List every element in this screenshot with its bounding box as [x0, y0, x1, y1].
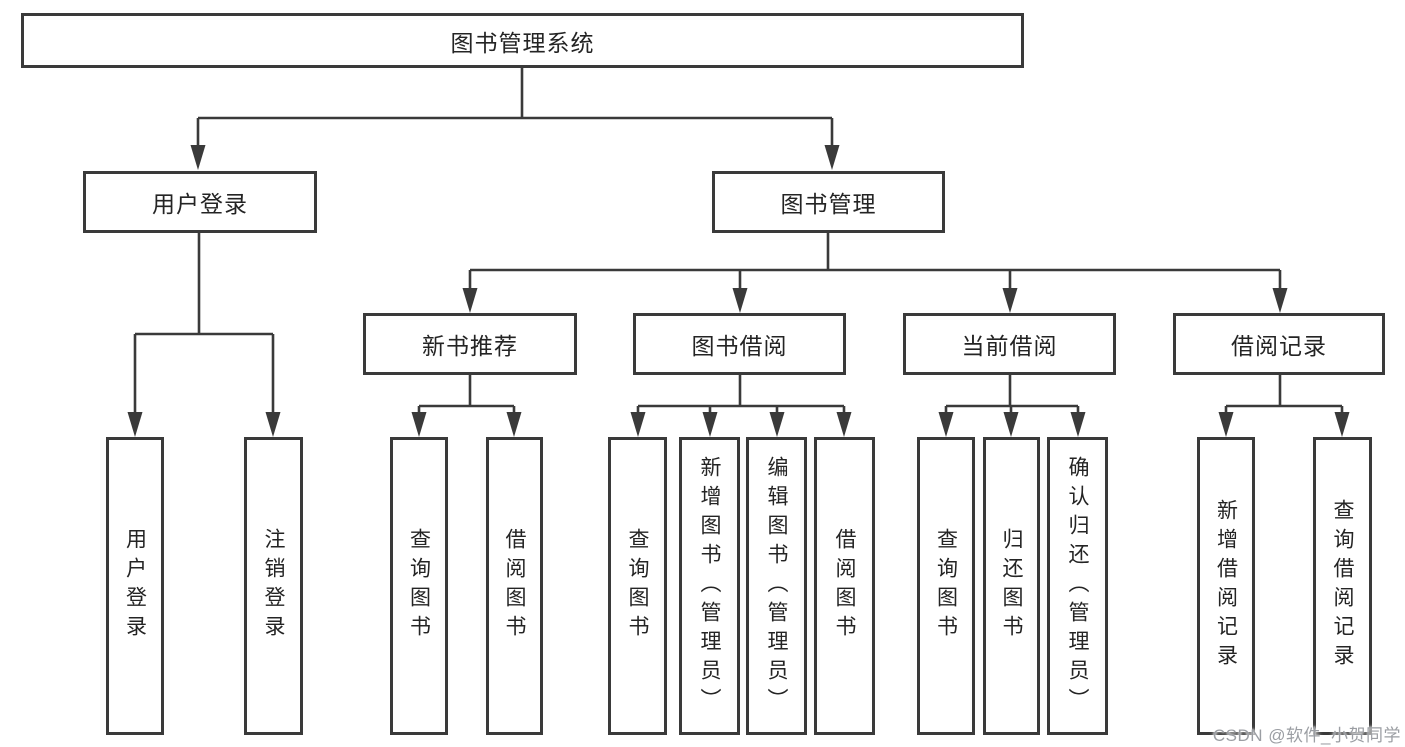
- node-user-login: 用户登录: [83, 171, 317, 233]
- node-root: 图书管理系统: [21, 13, 1024, 68]
- connector-book-mgmt: [468, 233, 1282, 289]
- leaf-return-book: 归还图书: [983, 437, 1040, 735]
- leaf-confirm-return-admin: 确认归还（管理员）: [1047, 437, 1108, 735]
- csdn-watermark: CSDN @软件_小贺同学: [1212, 726, 1401, 745]
- leaf-borrow-books: 借阅图书: [814, 437, 875, 735]
- node-book-borrow: 图书借阅: [633, 313, 846, 375]
- arrowheads: [127, 145, 1350, 437]
- connector-book-borrow: [636, 375, 846, 414]
- node-borrow-records: 借阅记录: [1173, 313, 1385, 375]
- connector-new-book-recommend: [417, 375, 516, 414]
- leaf-query-borrow-record: 查询借阅记录: [1313, 437, 1372, 735]
- leaf-user-login: 用户登录: [106, 437, 164, 735]
- leaf-query-books-borrow: 查询图书: [608, 437, 667, 735]
- connector-current-borrow: [944, 375, 1080, 414]
- leaf-logout: 注销登录: [244, 437, 303, 735]
- leaf-edit-book-admin: 编辑图书（管理员）: [746, 437, 807, 735]
- leaf-add-book-admin: 新增图书（管理员）: [679, 437, 740, 735]
- leaf-query-books-recommend: 查询图书: [390, 437, 448, 735]
- connector-root: [196, 68, 834, 146]
- node-book-mgmt: 图书管理: [712, 171, 945, 233]
- leaf-add-borrow-record: 新增借阅记录: [1197, 437, 1255, 735]
- connector-user-login: [133, 233, 275, 413]
- node-new-book-recommend: 新书推荐: [363, 313, 577, 375]
- leaf-borrow-books-recommend: 借阅图书: [486, 437, 543, 735]
- node-current-borrow: 当前借阅: [903, 313, 1116, 375]
- connector-borrow-records: [1224, 375, 1344, 414]
- leaf-query-books-current: 查询图书: [917, 437, 975, 735]
